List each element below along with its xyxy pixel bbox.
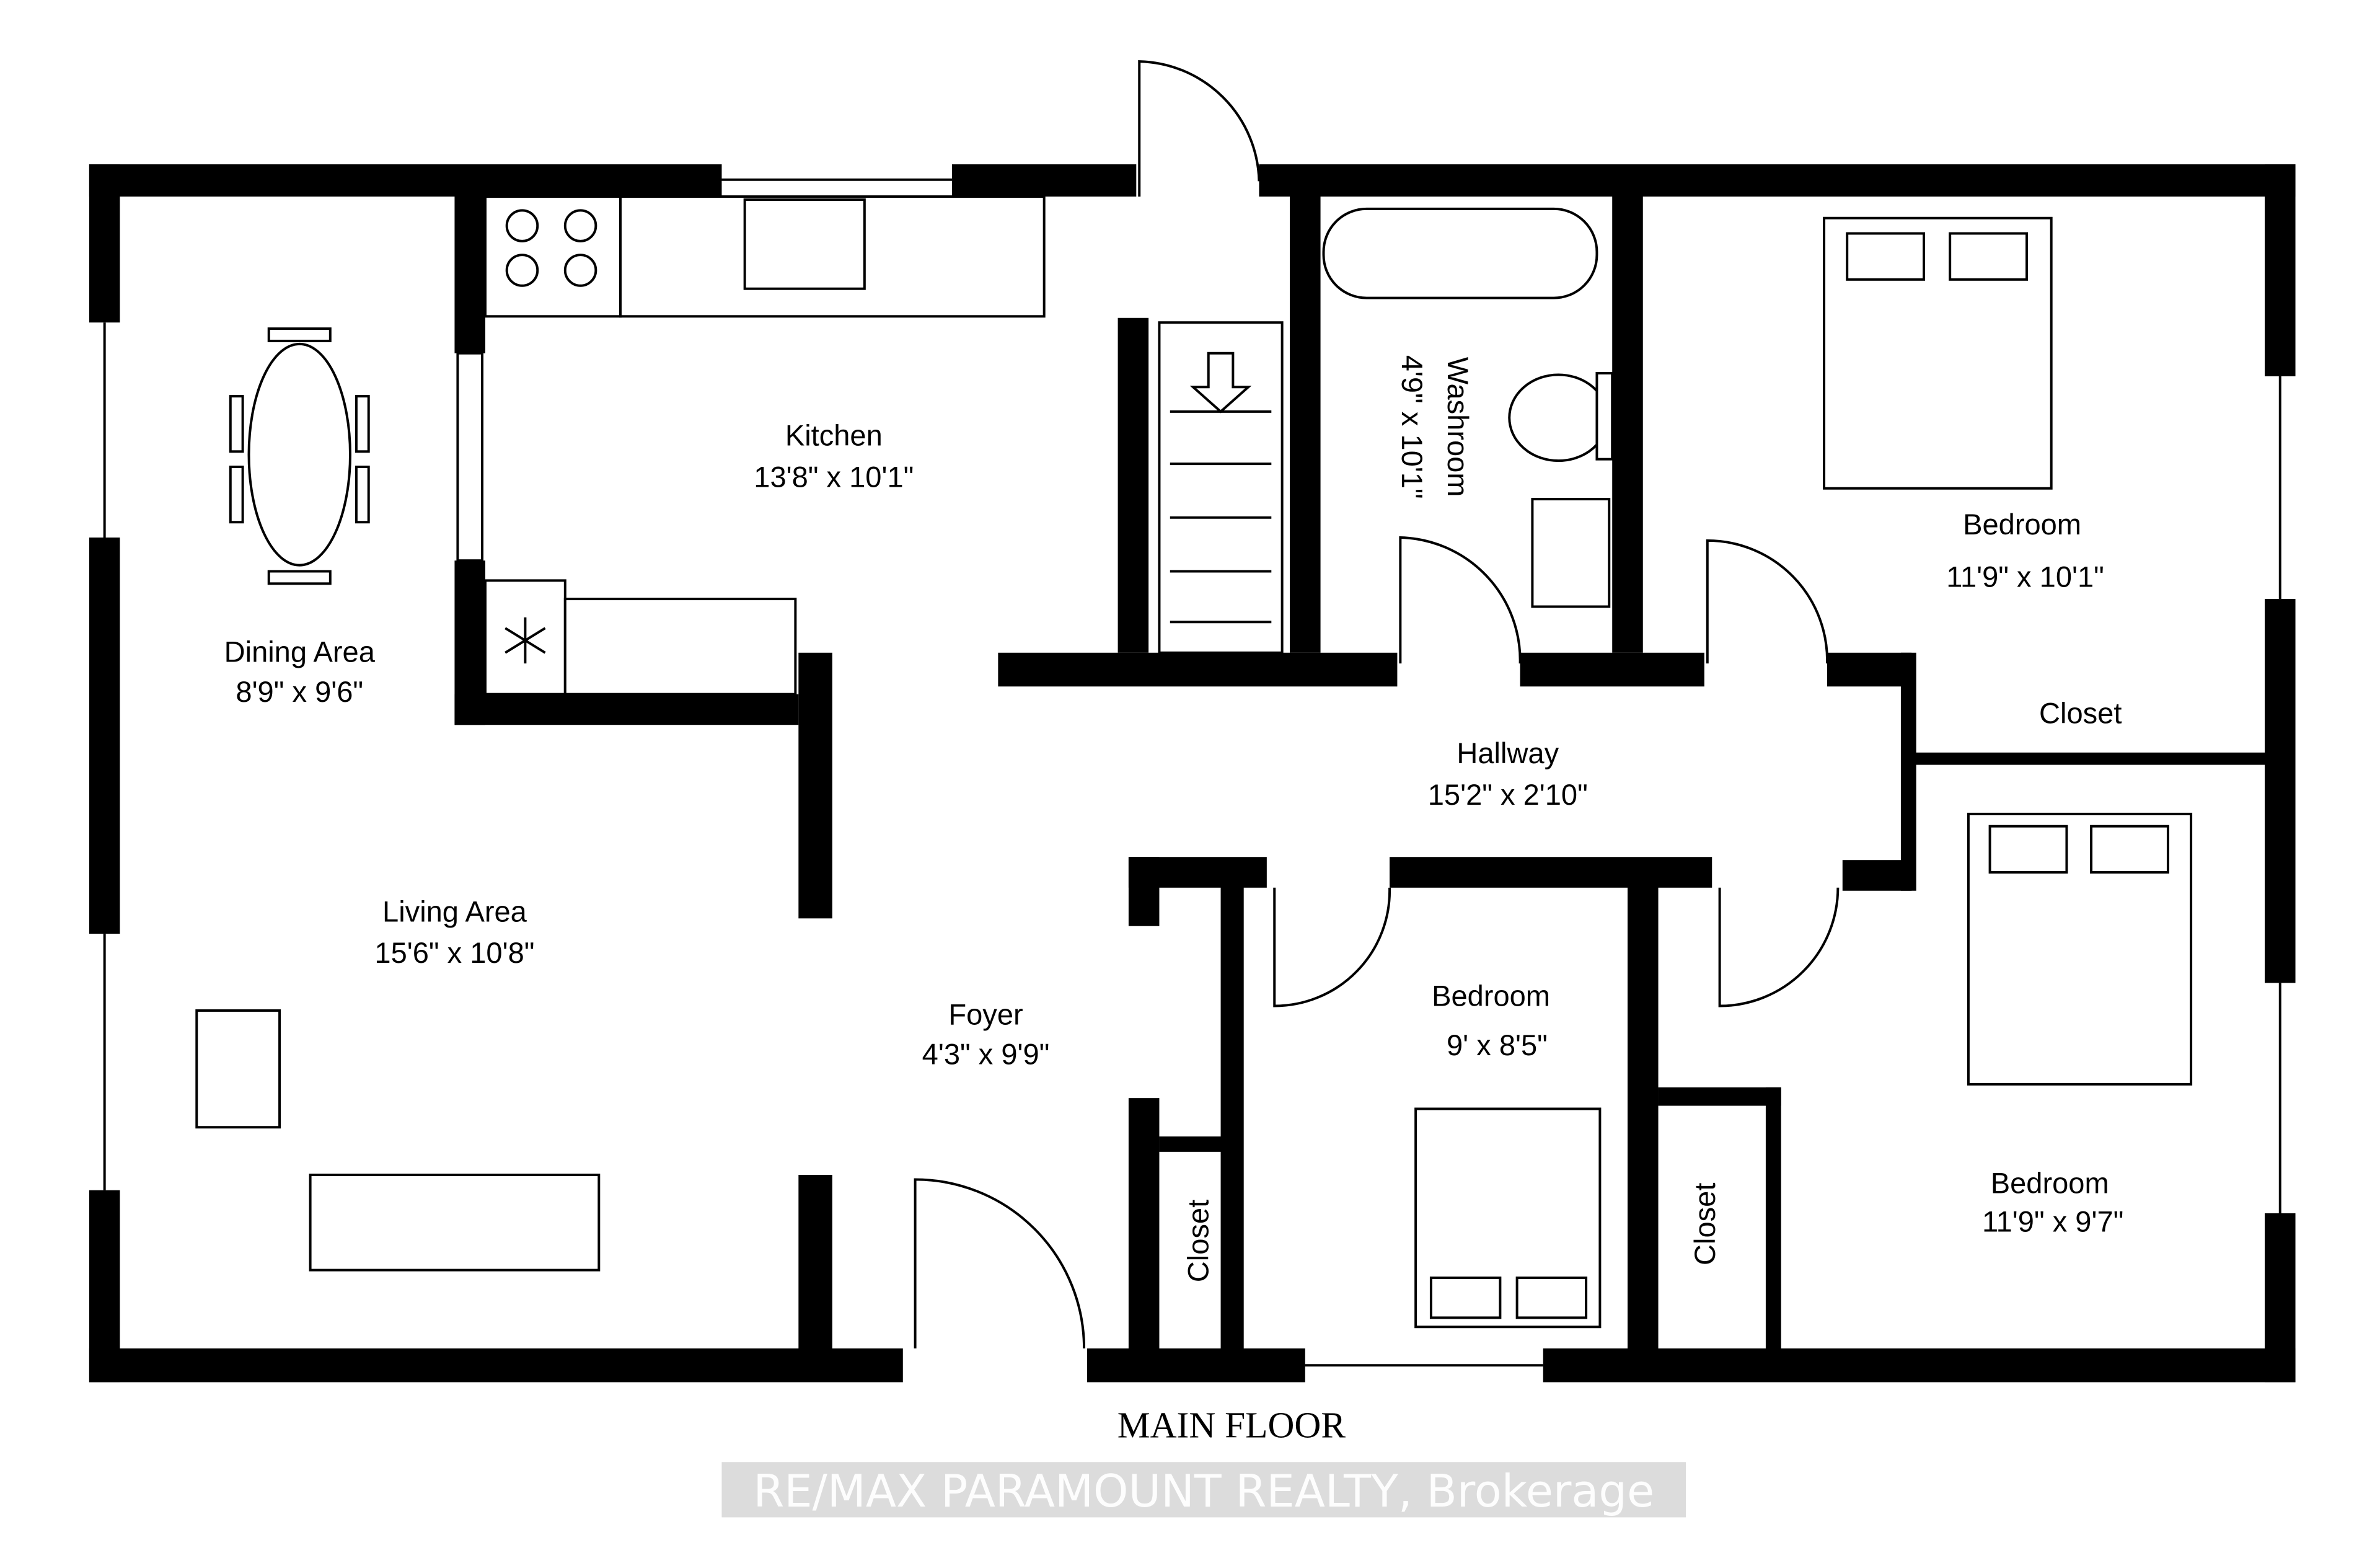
room-size: 15'2" x 2'10"	[1428, 778, 1588, 811]
room-size: 11'9" x 9'7"	[1982, 1205, 2123, 1238]
room-size: 8'9" x 9'6"	[236, 675, 363, 708]
floor-title: MAIN FLOOR	[1117, 1405, 1346, 1446]
armchair-icon	[195, 1009, 281, 1129]
closet-label: Closet	[1688, 1183, 1721, 1265]
watermark: RE/MAX PARAMOUNT REALTY, Brokerage	[721, 1462, 1686, 1518]
stove-icon	[484, 195, 622, 318]
stairs-icon	[1158, 321, 1284, 654]
windows	[103, 178, 2281, 1367]
room-name: Kitchen	[785, 418, 883, 451]
toilet-icon	[1508, 373, 1609, 463]
room-size: 4'9" x 10'1"	[1396, 355, 1429, 499]
room-size: 4'3" x 9'9"	[922, 1038, 1050, 1071]
fridge-icon	[484, 579, 566, 696]
doors	[914, 60, 1840, 1348]
room-name: Washroom	[1442, 357, 1474, 497]
room-name: Bedroom	[1991, 1167, 2109, 1200]
dining-table-icon	[247, 342, 351, 567]
vanity-icon	[1531, 498, 1611, 608]
fixtures	[195, 195, 2193, 1329]
closet-label: Closet	[2039, 697, 2122, 730]
walls	[89, 164, 2296, 1383]
room-name: Hallway	[1457, 737, 1559, 769]
bathtub-icon	[1322, 207, 1598, 299]
room-size: 13'8" x 10'1"	[754, 460, 914, 493]
room-size: 9' x 8'5"	[1447, 1029, 1548, 1061]
room-name: Dining Area	[224, 635, 376, 668]
room-name: Living Area	[382, 895, 527, 927]
watermark-text: RE/MAX PARAMOUNT REALTY, Brokerage	[753, 1465, 1654, 1517]
room-name: Bedroom	[1432, 980, 1550, 1012]
room-name: Foyer	[948, 998, 1023, 1030]
sink-icon	[743, 198, 866, 290]
closet-label: Closet	[1182, 1200, 1215, 1282]
room-name: Bedroom	[1963, 508, 2081, 541]
sofa-icon	[309, 1174, 601, 1272]
room-size: 15'6" x 10'8"	[374, 936, 534, 969]
room-labels: Kitchen 13'8" x 10'1" Dining Area 8'9" x…	[224, 355, 2124, 1282]
room-size: 11'9" x 10'1"	[1946, 560, 2104, 593]
snowflake-icon	[505, 617, 546, 664]
